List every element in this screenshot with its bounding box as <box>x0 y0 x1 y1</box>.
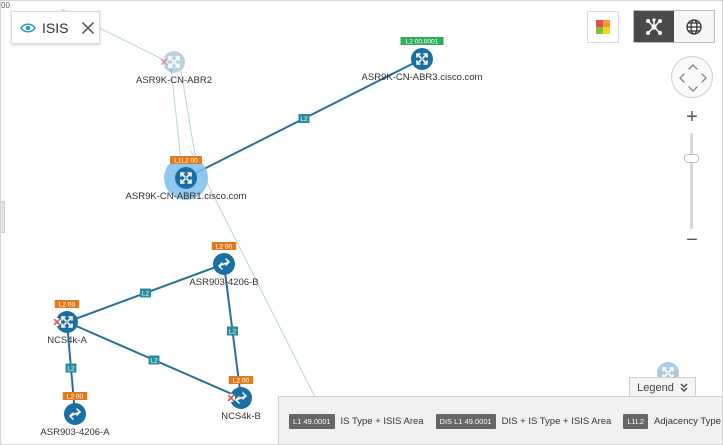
node-asr903b[interactable]: L2 00 ASR903-4206-B <box>189 242 259 288</box>
router-icon <box>410 47 434 71</box>
heatmap-icon <box>596 20 610 34</box>
zoom-slider-thumb[interactable] <box>684 154 699 164</box>
node-ncs4ka[interactable]: L2 00 NCS4k-A <box>47 300 87 346</box>
pan-down-icon <box>688 86 698 92</box>
globe-icon <box>686 18 702 35</box>
pan-control[interactable] <box>671 56 713 98</box>
filter-label: ISIS <box>42 19 69 36</box>
node-label: ASR903-4206-B <box>189 277 258 288</box>
pan-up-icon <box>688 64 698 70</box>
pan-left-icon <box>679 73 685 83</box>
node-badge <box>211 242 237 250</box>
view-toggle <box>633 10 715 43</box>
status-down-icon <box>159 57 169 67</box>
link-badge-label: L2 <box>142 290 150 297</box>
legend-text: DIS + IS Type + ISIS Area <box>501 416 612 427</box>
legend-toggle-label: Legend <box>637 381 674 394</box>
switch-icon <box>212 252 236 276</box>
node-label: ASR903-4206-A <box>40 427 110 438</box>
link-asr903b-ncs4ka[interactable]: L2 <box>66 263 225 323</box>
zoom-slider-track[interactable] <box>690 133 693 229</box>
node-badge-label: L1L2 00 <box>174 157 198 164</box>
double-chevron-down-icon <box>680 383 688 392</box>
link-badge <box>148 355 160 365</box>
status-down-icon <box>52 317 62 327</box>
zoom-in-button[interactable]: + <box>686 106 698 128</box>
link-ncs4ka-ncs4kb[interactable]: L2 <box>66 321 242 399</box>
node-asr903a[interactable]: L2 00 ASR903-4206-A <box>40 392 110 438</box>
side-panel-handle[interactable] <box>1 201 5 233</box>
node-label: ASR9K-CN-ABR3.cisco.com <box>362 72 483 83</box>
legend-badge: L1L2 <box>623 414 649 429</box>
node-badge-label: L2 00 <box>233 377 250 384</box>
router-icon <box>174 166 198 190</box>
node-badge <box>228 376 254 384</box>
switch-icon <box>63 402 87 426</box>
nodes-layer: ASR9K-CN-ABR2 L2 00.0001ASR9K-CN-ABR3.cis… <box>40 37 483 438</box>
node-badge <box>54 300 80 308</box>
node-label: NCS4k-B <box>221 411 261 422</box>
node-badge <box>170 156 202 164</box>
background-links <box>60 8 317 400</box>
link-badge-label: L2 <box>150 357 158 364</box>
zoom-out-button[interactable]: − <box>686 229 698 251</box>
link-abr1-abr3[interactable]: L2 <box>185 58 423 179</box>
eye-icon[interactable] <box>20 20 36 36</box>
node-badge-label: L2 00.0001 <box>406 38 439 45</box>
filter-chip: ISIS <box>11 11 100 44</box>
node-ncs4kb[interactable]: L2 00 NCS4k-B <box>221 376 261 422</box>
legend-text: IS Type + ISIS Area <box>340 416 424 427</box>
node-badge-label: L2 00 <box>216 243 233 250</box>
link-badge-label: L2 <box>229 328 237 335</box>
legend-text: Adjacency Type <box>654 416 721 427</box>
status-down-icon <box>226 393 236 403</box>
close-icon[interactable] <box>80 20 96 36</box>
node-label: NCS4k-A <box>47 335 87 346</box>
legend-item: L1L2 Adjacency Type <box>623 414 721 429</box>
link-badge-label: L2 <box>67 365 75 372</box>
heatmap-button[interactable] <box>587 11 619 43</box>
node-abr1[interactable]: L1L2 00 ASR9K-CN-ABR1.cisco.com <box>126 156 247 202</box>
legend-item: L1 49.0001 IS Type + ISIS Area <box>289 414 424 429</box>
link-asr903b-ncs4kb[interactable]: L2 <box>223 263 242 399</box>
link-badge <box>227 326 238 336</box>
link-badge-label: L2 <box>300 116 308 123</box>
topology-view-button[interactable] <box>634 11 674 42</box>
node-abr2[interactable]: ASR9K-CN-ABR2 <box>136 50 212 86</box>
legend-item: DIS L1 49.0001 DIS + IS Type + ISIS Area <box>435 414 612 429</box>
legend-panel: L1 49.0001 IS Type + ISIS Area DIS L1 49… <box>278 396 722 444</box>
link-badge <box>298 114 310 123</box>
geo-view-button[interactable] <box>674 11 714 42</box>
node-label: ASR9K-CN-ABR2 <box>136 75 212 86</box>
node-badge-label: L2 00 <box>67 393 84 400</box>
node-label: ASR9K-CN-ABR1.cisco.com <box>126 191 247 202</box>
topology-icon <box>646 17 662 35</box>
legend-toggle[interactable]: Legend <box>629 377 696 397</box>
link-badge <box>65 363 77 373</box>
pan-right-icon <box>701 73 707 83</box>
node-badge <box>62 392 88 400</box>
edge-stub-label: 00 <box>1 1 10 10</box>
node-badge-label: L2 00 <box>59 301 76 308</box>
link-badge <box>140 288 151 298</box>
legend-badge: DIS L1 49.0001 <box>435 414 496 429</box>
node-badge <box>400 37 444 45</box>
legend-badge: L1 49.0001 <box>289 414 335 429</box>
